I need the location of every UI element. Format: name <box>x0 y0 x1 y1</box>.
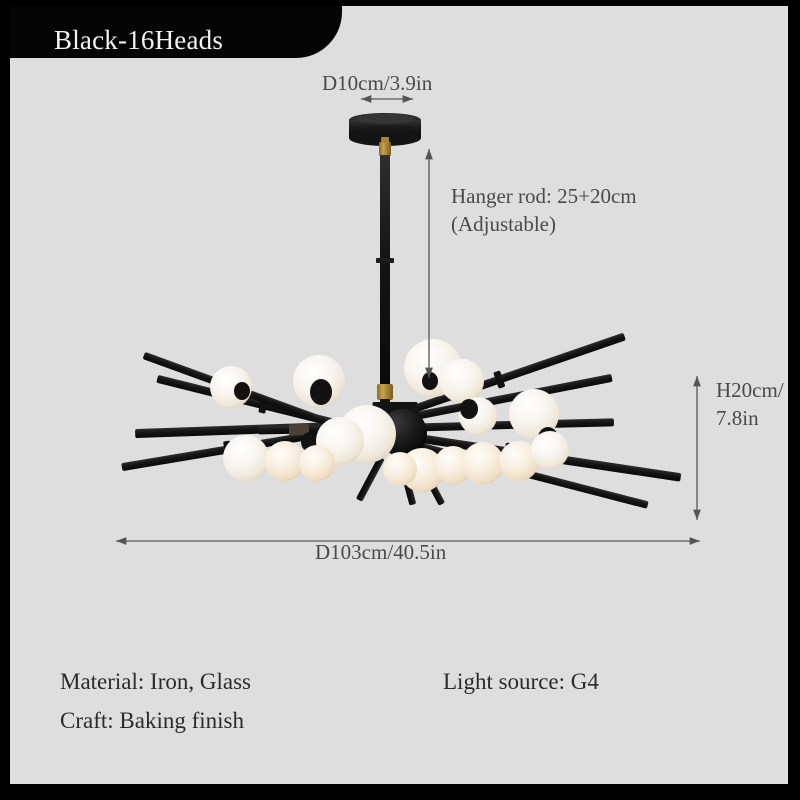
hanger-rod-joint <box>376 258 394 263</box>
hanger-rod <box>380 155 390 387</box>
label-fixture-height-line2: 7.8in <box>716 406 759 431</box>
glass-globe <box>462 442 504 484</box>
glass-globe <box>383 452 417 486</box>
glass-globe <box>499 441 539 481</box>
label-fixture-height: H20cm/ 7.8in <box>716 376 784 433</box>
title-banner <box>10 6 342 58</box>
label-fixture-height-line1: H20cm/ <box>716 378 784 402</box>
glass-globe <box>434 446 472 484</box>
glass-globe <box>299 445 335 481</box>
glass-globe <box>265 441 305 481</box>
glass-globe <box>509 389 559 439</box>
glass-globe <box>440 359 484 403</box>
label-hanger-rod: Hanger rod: 25+20cm (Adjustable) <box>451 182 637 239</box>
diagram-canvas: D10cm/3.9in Hanger rod: 25+20cm (Adjusta… <box>10 6 788 784</box>
spec-craft: Craft: Baking finish <box>60 708 244 733</box>
label-hanger-rod-line1: Hanger rod: 25+20cm <box>451 184 637 208</box>
label-canopy-diameter: D10cm/3.9in <box>322 71 433 95</box>
spec-material: Material: Iron, Glass <box>60 669 251 694</box>
glass-globe <box>223 435 269 481</box>
globe-cluster-front <box>223 405 569 492</box>
ceiling-canopy <box>349 113 421 146</box>
chandelier-illustration <box>121 113 682 509</box>
glass-globe <box>531 431 569 469</box>
dimension-arrows <box>116 95 701 545</box>
label-hanger-rod-line2: (Adjustable) <box>451 212 556 237</box>
brass-connector-top <box>379 137 391 156</box>
page-title: Black-16Heads <box>54 25 224 55</box>
spec-light-source: Light source: G4 <box>443 669 599 694</box>
